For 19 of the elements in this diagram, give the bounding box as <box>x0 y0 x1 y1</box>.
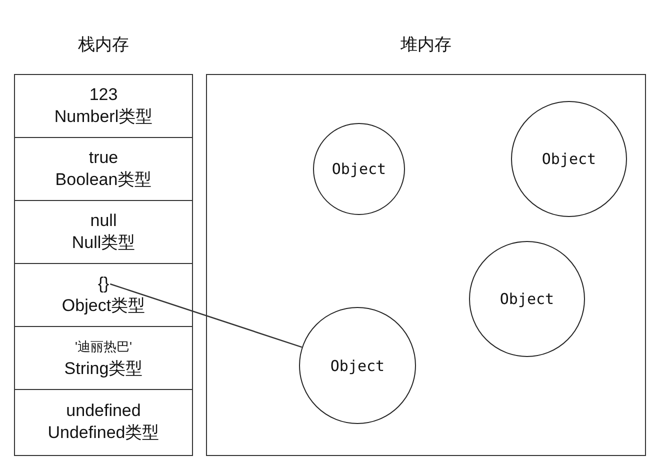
value-text: {} <box>98 273 110 295</box>
reference-line <box>110 283 302 348</box>
object-circle: Object <box>511 101 627 217</box>
value-text: 123 <box>89 84 118 106</box>
value-text: undefined <box>66 400 141 422</box>
type-text: Null类型 <box>72 232 136 254</box>
type-text: Undefined类型 <box>48 422 160 444</box>
object-circle: Object <box>299 307 416 424</box>
heading: 堆内存 <box>400 34 452 56</box>
type-text: Numberl类型 <box>54 106 153 128</box>
value-text: true <box>88 147 118 169</box>
object-circle: Object <box>469 241 585 357</box>
type-text: Boolean类型 <box>55 169 152 191</box>
object-circle: Object <box>313 123 405 215</box>
heading: 栈内存 <box>77 34 130 56</box>
value-text: null <box>90 210 117 232</box>
type-text: Object类型 <box>62 295 146 317</box>
value-text: '迪丽热巴' <box>75 338 132 356</box>
type-text: String类型 <box>64 358 143 380</box>
